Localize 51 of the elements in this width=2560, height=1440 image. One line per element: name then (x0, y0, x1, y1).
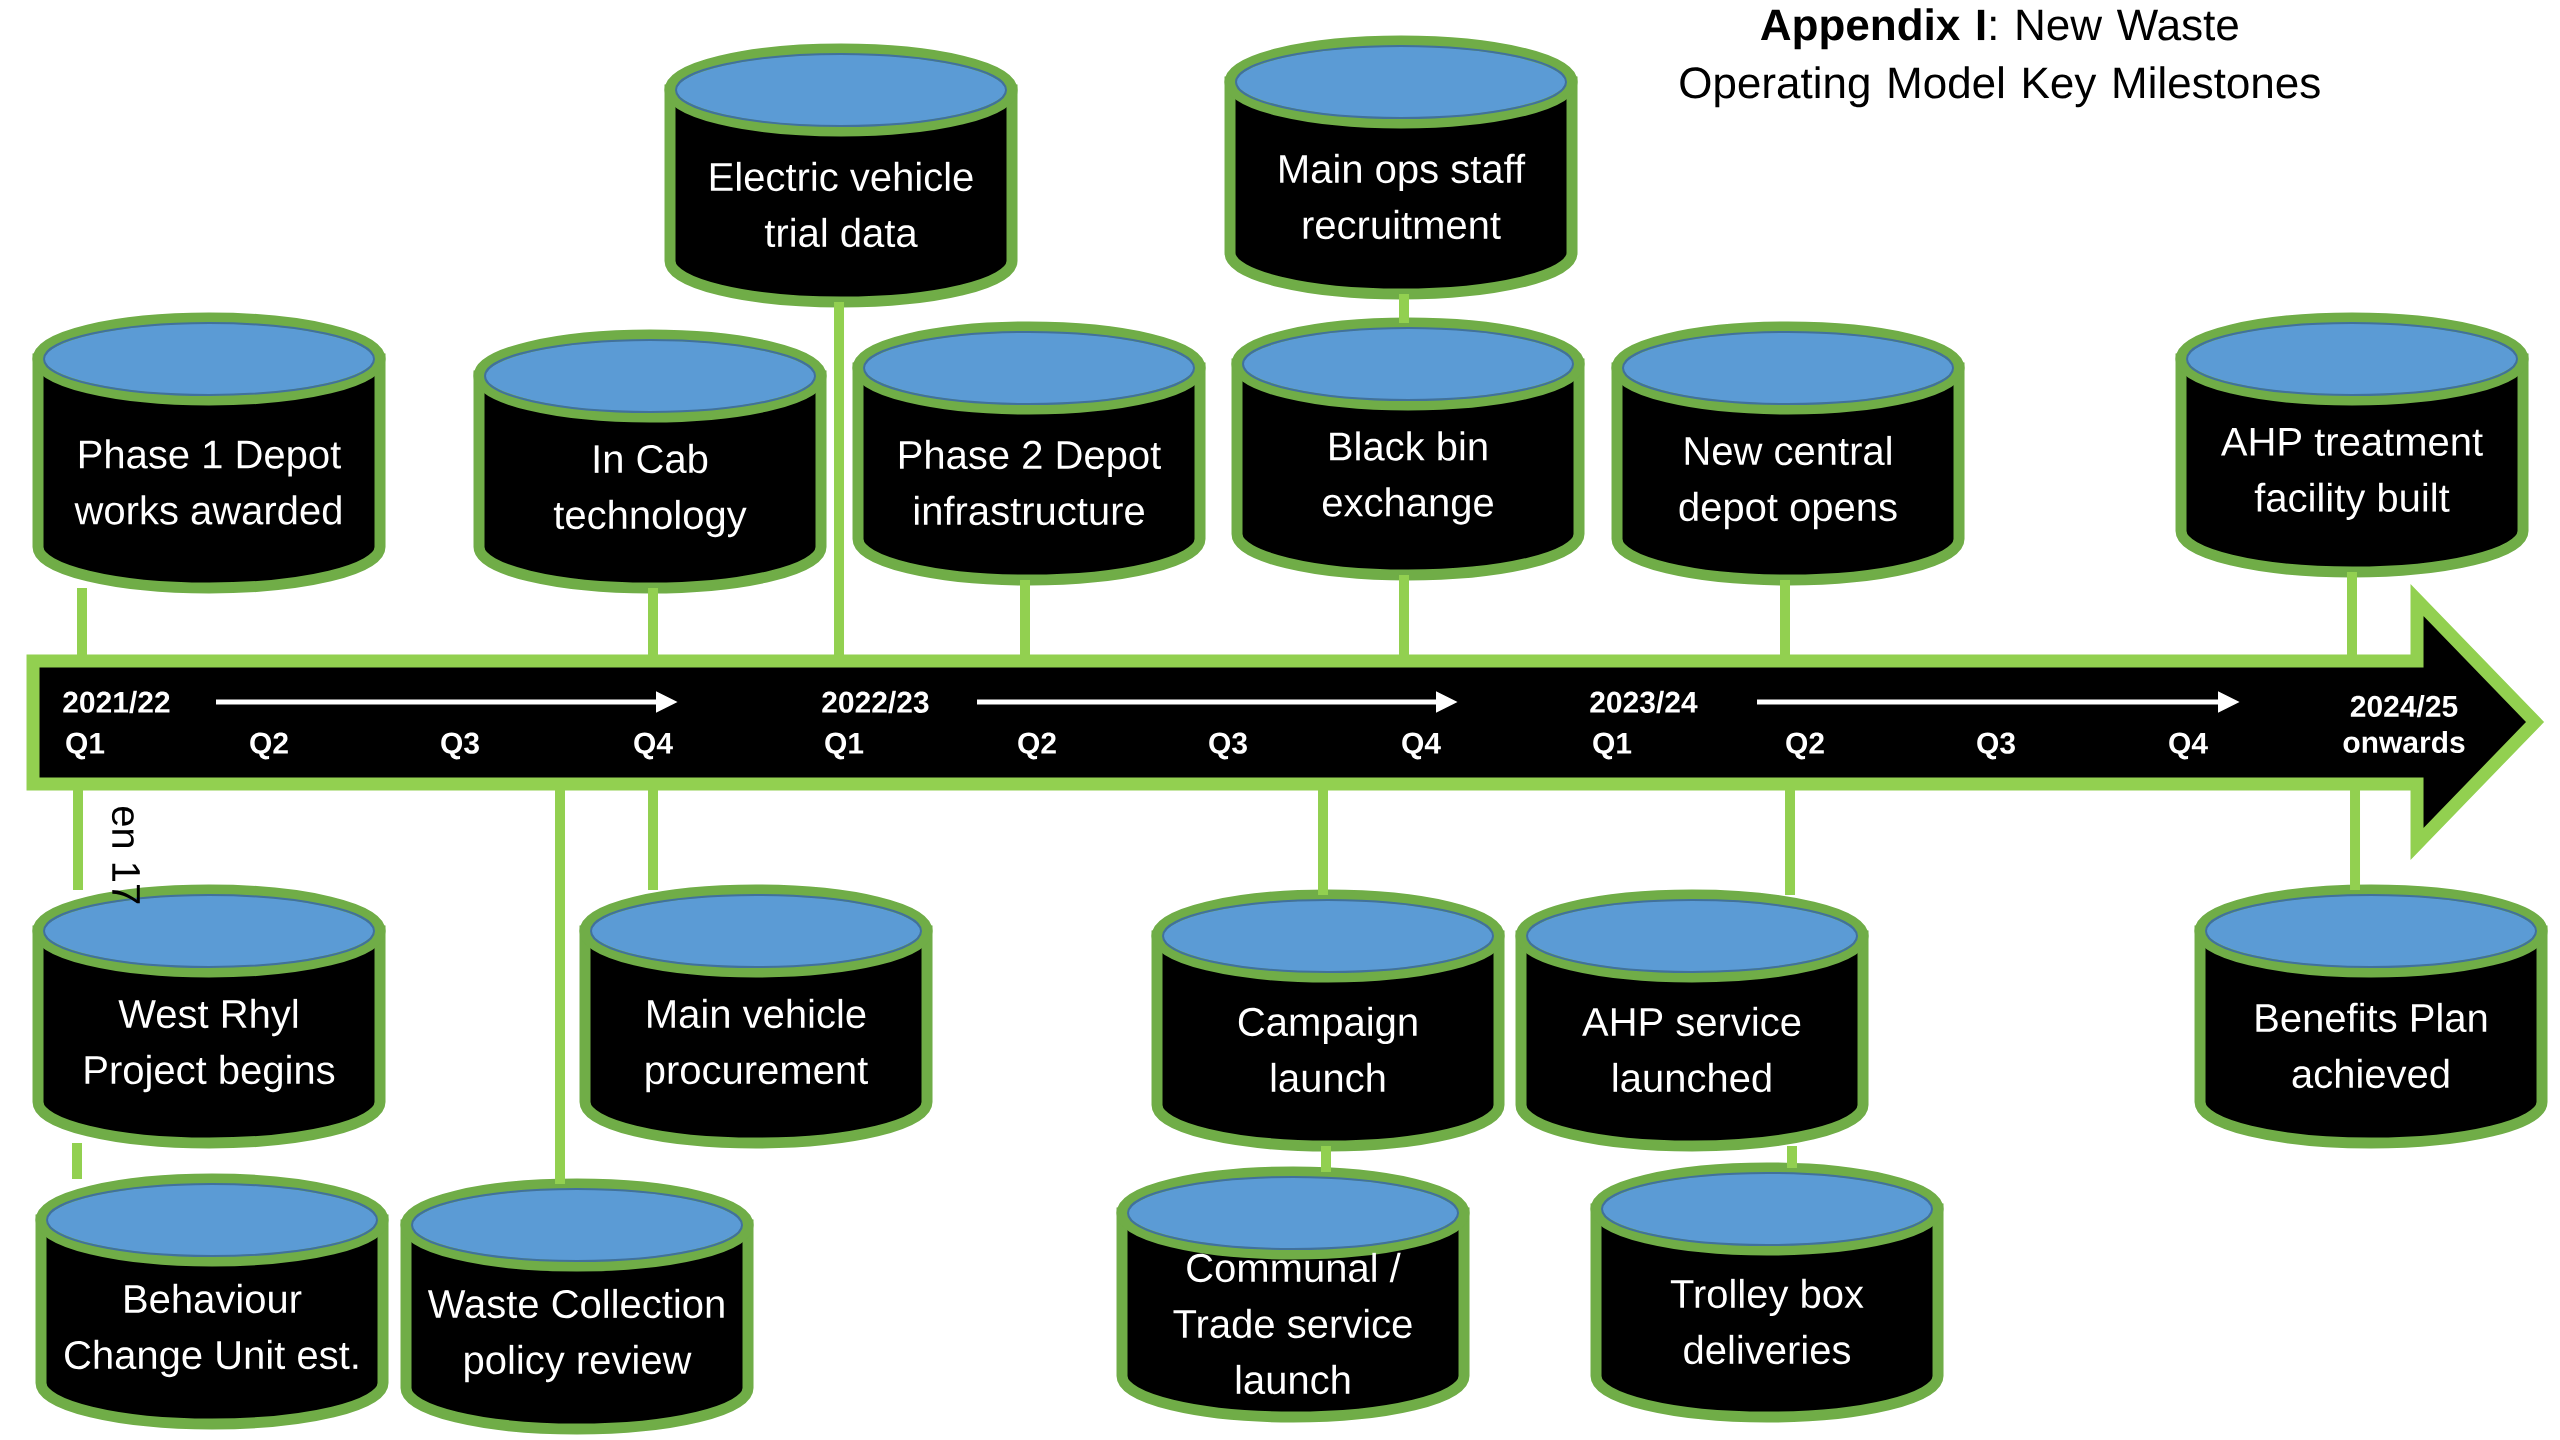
timeline-label: 2021/22 (63, 690, 170, 714)
timeline-label: 2024/25 onwards (2343, 695, 2465, 753)
timeline-label: Q1 (66, 732, 105, 760)
timeline-label: 2022/23 (822, 690, 929, 714)
connector-line (73, 790, 83, 890)
connector-line (648, 588, 658, 655)
connector-line (2347, 572, 2357, 655)
milestone-cylinder: Main ops staff recruitment (1224, 35, 1578, 300)
connector-line (1399, 294, 1409, 323)
milestone-cylinder: AHP service launched (1515, 889, 1869, 1152)
timeline-label: Q4 (634, 732, 673, 760)
milestone-cylinder: Communal / Trade service launch (1116, 1166, 1470, 1423)
milestone-cylinder: Campaign launch (1151, 889, 1505, 1152)
timeline-label: 2023/24 (1590, 690, 1698, 714)
milestone-cylinder: Electric vehicle trial data (664, 43, 1018, 308)
timeline-label: Q1 (1593, 732, 1632, 760)
milestone-cylinder: Behaviour Change Unit est. (35, 1173, 389, 1430)
milestone-cylinder: Waste Collection policy review (400, 1178, 754, 1435)
connector-line (1321, 1146, 1331, 1172)
timeline-label: Q2 (1018, 732, 1056, 760)
connector-line (1318, 790, 1328, 895)
timeline-label: Q1 (825, 732, 864, 760)
timeline-label: Q3 (1209, 732, 1247, 760)
connector-line (1399, 575, 1409, 655)
milestone-cylinder: Main vehicle procurement (579, 884, 933, 1149)
connector-line (648, 790, 658, 890)
connector-line (2350, 790, 2360, 890)
timeline-arrow (26, 583, 2545, 861)
connector-line (72, 1143, 82, 1179)
title: Appendix I: New Waste Operating Model Key Milestones (1680, 8, 2320, 108)
milestone-cylinder: Black bin exchange (1231, 317, 1585, 581)
connector-line (555, 790, 565, 1184)
timeline-label: Q3 (441, 732, 479, 760)
timeline-label: Q4 (1402, 732, 1441, 760)
milestone-cylinder: Trolley box deliveries (1590, 1162, 1944, 1423)
milestone-cylinder: AHP treatment facility built (2175, 312, 2529, 578)
connector-line (1787, 1146, 1797, 1168)
timeline-label: Q2 (250, 732, 288, 760)
timeline-label: Q3 (1977, 732, 2015, 760)
connector-line (834, 302, 844, 655)
timeline-label: Q4 (2169, 732, 2208, 760)
connector-line (1780, 580, 1790, 655)
milestone-cylinder: Phase 1 Depot works awarded (32, 312, 386, 594)
connector-line (1020, 580, 1030, 655)
timeline-label: Q2 (1786, 732, 1824, 760)
milestone-cylinder: Benefits Plan achieved (2194, 884, 2548, 1149)
milestone-cylinder: In Cab technology (473, 329, 827, 594)
connector-line (77, 588, 87, 655)
milestone-cylinder: New central depot opens (1611, 321, 1965, 586)
milestone-cylinder: Phase 2 Depot infrastructure (852, 321, 1206, 586)
connector-line (1785, 790, 1795, 895)
